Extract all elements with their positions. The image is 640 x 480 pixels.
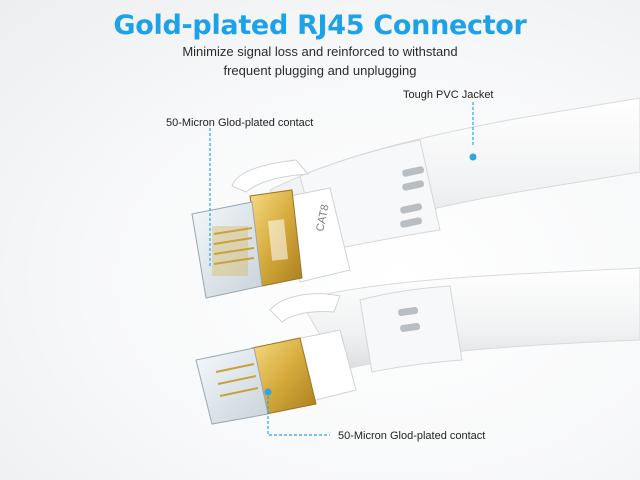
top-contact-callout-label: 50-Micron Glod-plated contact <box>166 117 314 129</box>
headline: Gold-plated RJ45 Connector <box>113 10 527 41</box>
upper-cable <box>231 97 640 253</box>
jacket-callout-dot <box>469 153 477 161</box>
lower-cable <box>269 267 640 373</box>
subtitle-line-2: frequent plugging and unplugging <box>223 63 417 78</box>
upper-clear-plug <box>191 201 263 299</box>
subtitle: Minimize signal loss and reinforced to w… <box>0 42 640 80</box>
bottom-contact-callout-label: 50-Micron Glod-plated contact <box>338 430 486 442</box>
callout-lines <box>209 102 474 436</box>
bottom-contact-callout-line <box>267 396 330 436</box>
subtitle-line-1: Minimize signal loss and reinforced to w… <box>182 44 458 59</box>
jacket-callout-label: Tough PVC Jacket <box>403 89 494 101</box>
upper-gold-shield <box>249 189 303 287</box>
bottom-contact-callout-dot <box>264 388 272 396</box>
cable-marking: CAT8 <box>314 203 331 232</box>
